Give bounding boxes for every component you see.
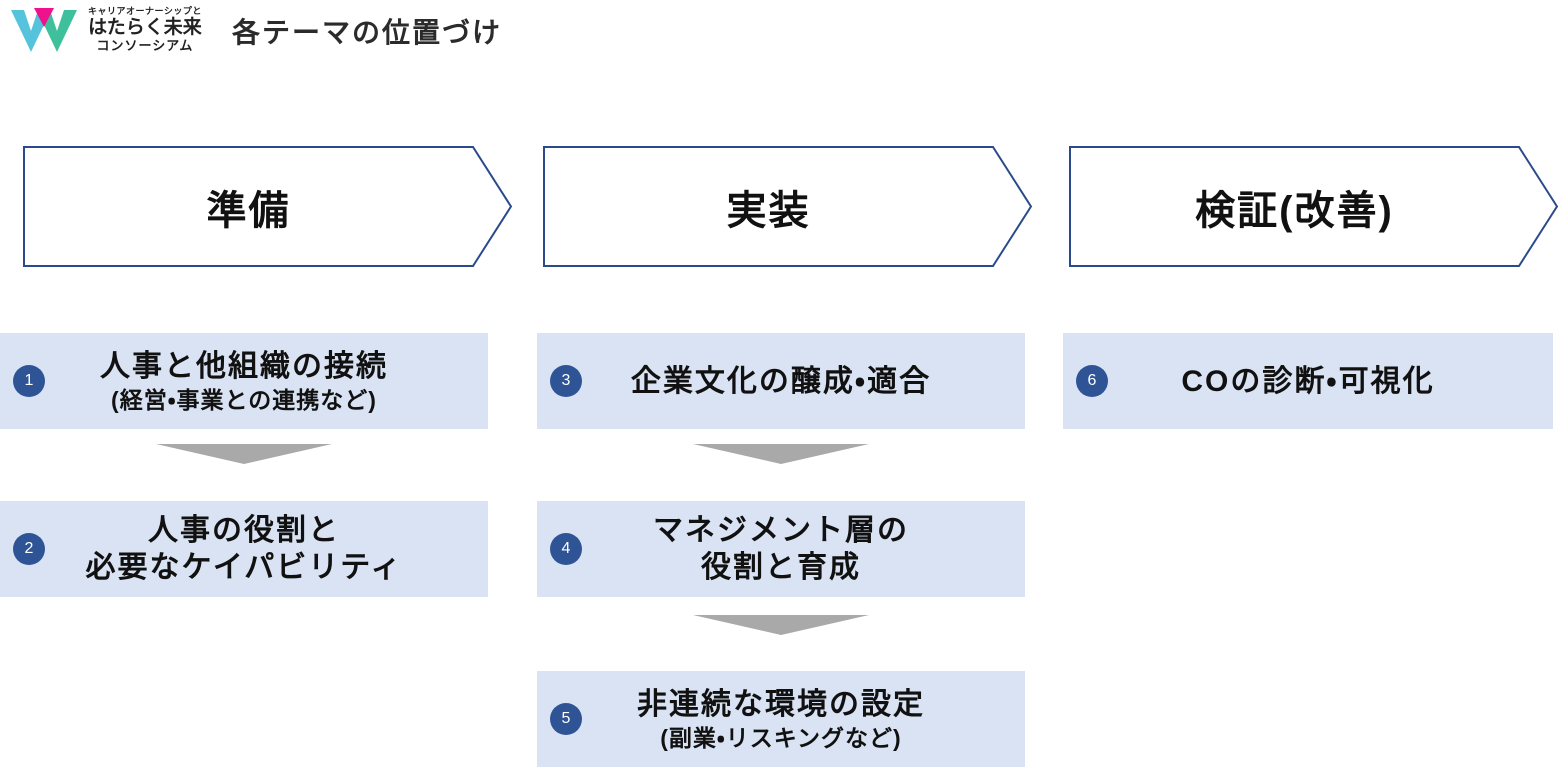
theme-number-badge: 4 <box>550 533 582 565</box>
theme-subtitle: (経営・事業との連携など) <box>111 386 377 413</box>
theme-number-badge: 3 <box>550 365 582 397</box>
theme-title-line1: マネジメント層の <box>653 514 909 547</box>
phase-label: 検証(改善) <box>1195 188 1394 233</box>
down-arrow-icon <box>156 444 332 464</box>
theme-title: 非連続な環境の設定 <box>637 687 925 721</box>
logo: キャリアオーナーシップと はたらく未来 コンソーシアム <box>8 4 202 56</box>
theme-title-line2: 役割と育成 <box>701 551 861 584</box>
theme-title-line2: 必要なケイパビリティ <box>85 551 403 584</box>
logo-subname: コンソーシアム <box>96 37 194 53</box>
theme-subtitle: (副業・リスキングなど) <box>660 724 902 751</box>
theme-title: 人事と他組織の接続 <box>100 349 388 383</box>
theme-box-5: 5 非連続な環境の設定 (副業・リスキングなど) <box>537 671 1025 767</box>
phase-chevron-junbi: 準備 <box>23 146 512 267</box>
logo-text: キャリアオーナーシップと はたらく未来 コンソーシアム <box>88 6 202 53</box>
logo-w-icon <box>11 8 77 52</box>
chevron-shape-icon <box>23 146 512 267</box>
theme-box-6: 6 COの診断・可視化 <box>1063 333 1553 429</box>
theme-box-3: 3 企業文化の醸成・適合 <box>537 333 1025 429</box>
chevron-shape-icon <box>543 146 1032 267</box>
theme-number-badge: 6 <box>1076 365 1108 397</box>
logo-tagline: キャリアオーナーシップと <box>88 6 202 17</box>
theme-box-2: 2 人事の役割と 必要なケイパビリティ <box>0 501 488 597</box>
theme-number-badge: 5 <box>550 703 582 735</box>
phase-chevron-jissou: 実装 <box>543 146 1032 267</box>
logo-name: はたらく未来 <box>88 16 202 38</box>
page-title: 各テーマの位置づけ <box>232 17 503 48</box>
theme-number-badge: 2 <box>13 533 45 565</box>
theme-box-4: 4 マネジメント層の 役割と育成 <box>537 501 1025 597</box>
theme-title: 企業文化の醸成・適合 <box>630 364 932 398</box>
theme-title: COの診断・可視化 <box>1181 364 1435 398</box>
phase-label: 準備 <box>206 188 291 233</box>
phase-chevron-kenshou: 検証(改善) <box>1069 146 1558 267</box>
theme-number-badge: 1 <box>13 365 45 397</box>
phase-label: 実装 <box>726 188 811 233</box>
down-arrow-icon <box>693 615 869 635</box>
chevron-shape-icon <box>1069 146 1558 267</box>
theme-box-1: 1 人事と他組織の接続 (経営・事業との連携など) <box>0 333 488 429</box>
down-arrow-icon <box>693 444 869 464</box>
theme-title-line1: 人事の役割と <box>148 514 340 547</box>
